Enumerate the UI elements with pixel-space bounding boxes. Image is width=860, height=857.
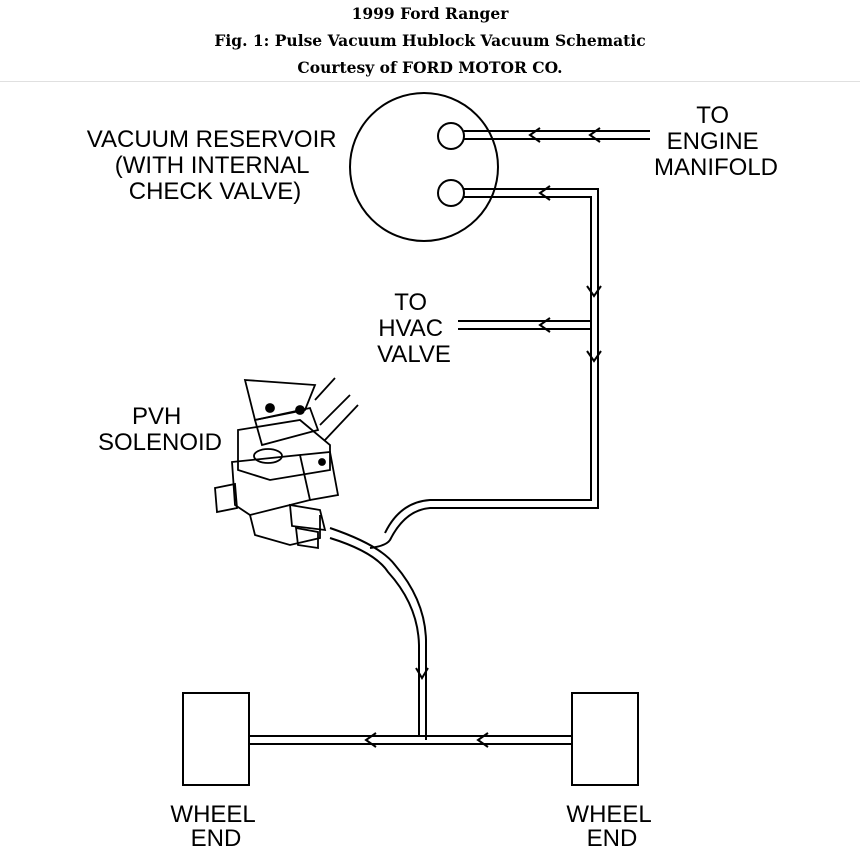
reservoir-port-bottom bbox=[437, 179, 465, 207]
header-divider bbox=[0, 81, 860, 82]
hvac-label-line-2: HVAC bbox=[378, 315, 443, 342]
page-title: 1999 Ford Ranger bbox=[351, 4, 509, 23]
wheel-end-left bbox=[182, 692, 250, 786]
engine-label-line-1: TO bbox=[696, 102, 729, 129]
solenoid-label-line-1: PVH bbox=[132, 403, 181, 430]
wheel-end-left-label: WHEEL END bbox=[170, 801, 261, 852]
credit-line: Courtesy of FORD MOTOR CO. bbox=[297, 58, 563, 77]
engine-label-line-3: MANIFOLD bbox=[654, 154, 778, 181]
engine-label: TO ENGINE MANIFOLD bbox=[654, 102, 778, 181]
hvac-line bbox=[458, 317, 591, 333]
figure-caption: Fig. 1: Pulse Vacuum Hublock Vacuum Sche… bbox=[214, 31, 646, 50]
wheel-end-right-label: WHEEL END bbox=[566, 801, 657, 852]
wheel-feed-line bbox=[329, 527, 429, 740]
hvac-label-line-3: VALVE bbox=[377, 341, 451, 368]
engine-label-line-2: ENGINE bbox=[667, 128, 759, 155]
reservoir-label-line-1: VACUUM RESERVOIR bbox=[87, 126, 337, 153]
supply-line bbox=[369, 185, 602, 549]
hvac-label: TO HVAC VALVE bbox=[377, 289, 451, 368]
wheel-end-right-label-line-2: END bbox=[587, 825, 638, 852]
solenoid-label: PVH SOLENOID bbox=[98, 403, 222, 456]
wheel-end-left-label-line-2: END bbox=[191, 825, 242, 852]
reservoir-label-line-3: CHECK VALVE) bbox=[129, 178, 302, 205]
solenoid-label-line-2: SOLENOID bbox=[98, 429, 222, 456]
engine-manifold-line bbox=[464, 127, 650, 143]
page-header: 1999 Ford Ranger Fig. 1: Pulse Vacuum Hu… bbox=[0, 0, 860, 81]
wheel-crossover-line bbox=[249, 732, 572, 748]
pvh-solenoid bbox=[214, 377, 359, 550]
reservoir-label: VACUUM RESERVOIR (WITH INTERNAL CHECK VA… bbox=[87, 126, 344, 205]
wheel-end-right bbox=[571, 692, 639, 786]
vacuum-reservoir bbox=[349, 92, 499, 242]
reservoir-label-line-2: (WITH INTERNAL bbox=[115, 152, 309, 179]
wheel-end-right-label-line-1: WHEEL bbox=[566, 801, 651, 828]
wheel-end-left-label-line-1: WHEEL bbox=[170, 801, 255, 828]
hvac-label-line-1: TO bbox=[394, 289, 427, 316]
reservoir-port-top bbox=[437, 122, 465, 150]
